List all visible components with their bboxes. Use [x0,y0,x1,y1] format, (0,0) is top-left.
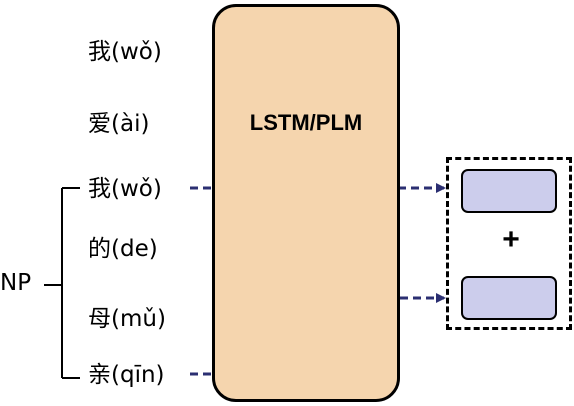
span-representation-group [446,157,572,330]
token-3: 我(wǒ) [88,176,162,202]
token-2: 爱(ài) [88,111,150,137]
plus-operator: + [502,223,520,256]
np-bracket [44,187,80,379]
token-4: 的(de) [88,236,158,262]
end-token-vector [461,276,557,320]
np-label: NP [0,270,32,296]
encoder-box [212,4,400,402]
token-1: 我(wǒ) [88,39,162,65]
token-6: 亲(qīn) [88,362,165,388]
token-5: 母(mǔ) [88,306,166,332]
start-token-vector [461,169,557,213]
encoder-label: LSTM/PLM [249,110,363,135]
